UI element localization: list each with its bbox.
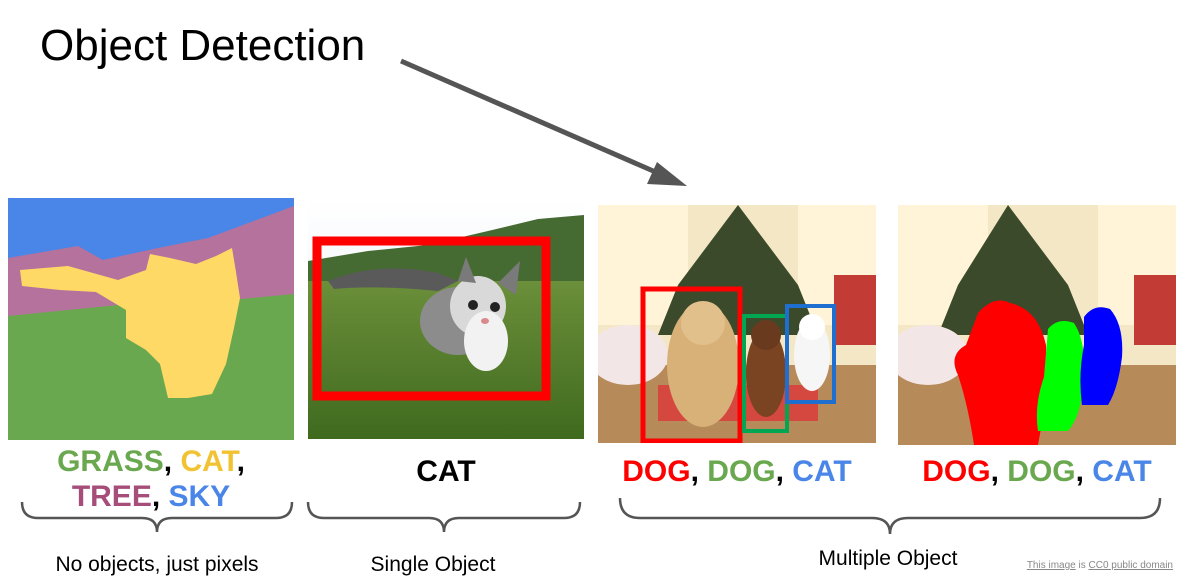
page-title: Object Detection bbox=[40, 21, 366, 70]
label-dog-2-inst: DOG bbox=[1007, 455, 1076, 488]
caption-multiple-object: Multiple Object bbox=[818, 547, 958, 570]
classification-label: CAT bbox=[308, 454, 584, 490]
cat-box bbox=[785, 304, 836, 404]
caption-no-objects: No objects, just pixels bbox=[55, 553, 259, 576]
dog-mask-2 bbox=[1036, 321, 1085, 431]
label-dog-1-inst: DOG bbox=[922, 455, 991, 488]
kitten-photo bbox=[308, 201, 584, 439]
credit-middle: is bbox=[1075, 560, 1089, 571]
segmentation-labels-line1: GRASS, CAT, bbox=[57, 445, 245, 478]
label-cat-det: CAT bbox=[792, 455, 852, 488]
brace-left bbox=[20, 501, 294, 533]
dog-box-1 bbox=[640, 286, 743, 443]
dog-mask-1 bbox=[954, 300, 1047, 445]
detection-labels: DOG, DOG, CAT bbox=[622, 455, 852, 488]
label-cat: CAT bbox=[180, 445, 237, 478]
pointer-arrow bbox=[400, 58, 687, 186]
credit-link-license[interactable]: CC0 public domain bbox=[1088, 560, 1174, 571]
brace-right bbox=[618, 497, 1162, 535]
instance-labels: DOG, DOG, CAT bbox=[922, 455, 1152, 488]
caption-single-object: Single Object bbox=[370, 553, 496, 576]
label-sky: SKY bbox=[168, 480, 231, 513]
brace-middle bbox=[306, 501, 582, 533]
image-credit: This image is CC0 public domain bbox=[1027, 560, 1173, 571]
segmentation-panel bbox=[8, 198, 294, 440]
label-grass: GRASS bbox=[57, 445, 164, 478]
label-dog-2: DOG bbox=[707, 455, 776, 488]
segmentation-labels-line2: TREE, SKY bbox=[71, 480, 231, 513]
cat-mask bbox=[1080, 307, 1123, 405]
label-dog-1: DOG bbox=[622, 455, 691, 488]
label-tree: TREE bbox=[71, 480, 152, 513]
cat-region bbox=[20, 248, 240, 398]
detection-photo bbox=[598, 205, 876, 443]
label-cat-inst: CAT bbox=[1092, 455, 1152, 488]
credit-link-image[interactable]: This image bbox=[1026, 560, 1076, 571]
cat-bounding-box bbox=[312, 236, 551, 401]
instance-seg-photo bbox=[898, 205, 1176, 445]
label-cat-single: CAT bbox=[416, 455, 476, 488]
